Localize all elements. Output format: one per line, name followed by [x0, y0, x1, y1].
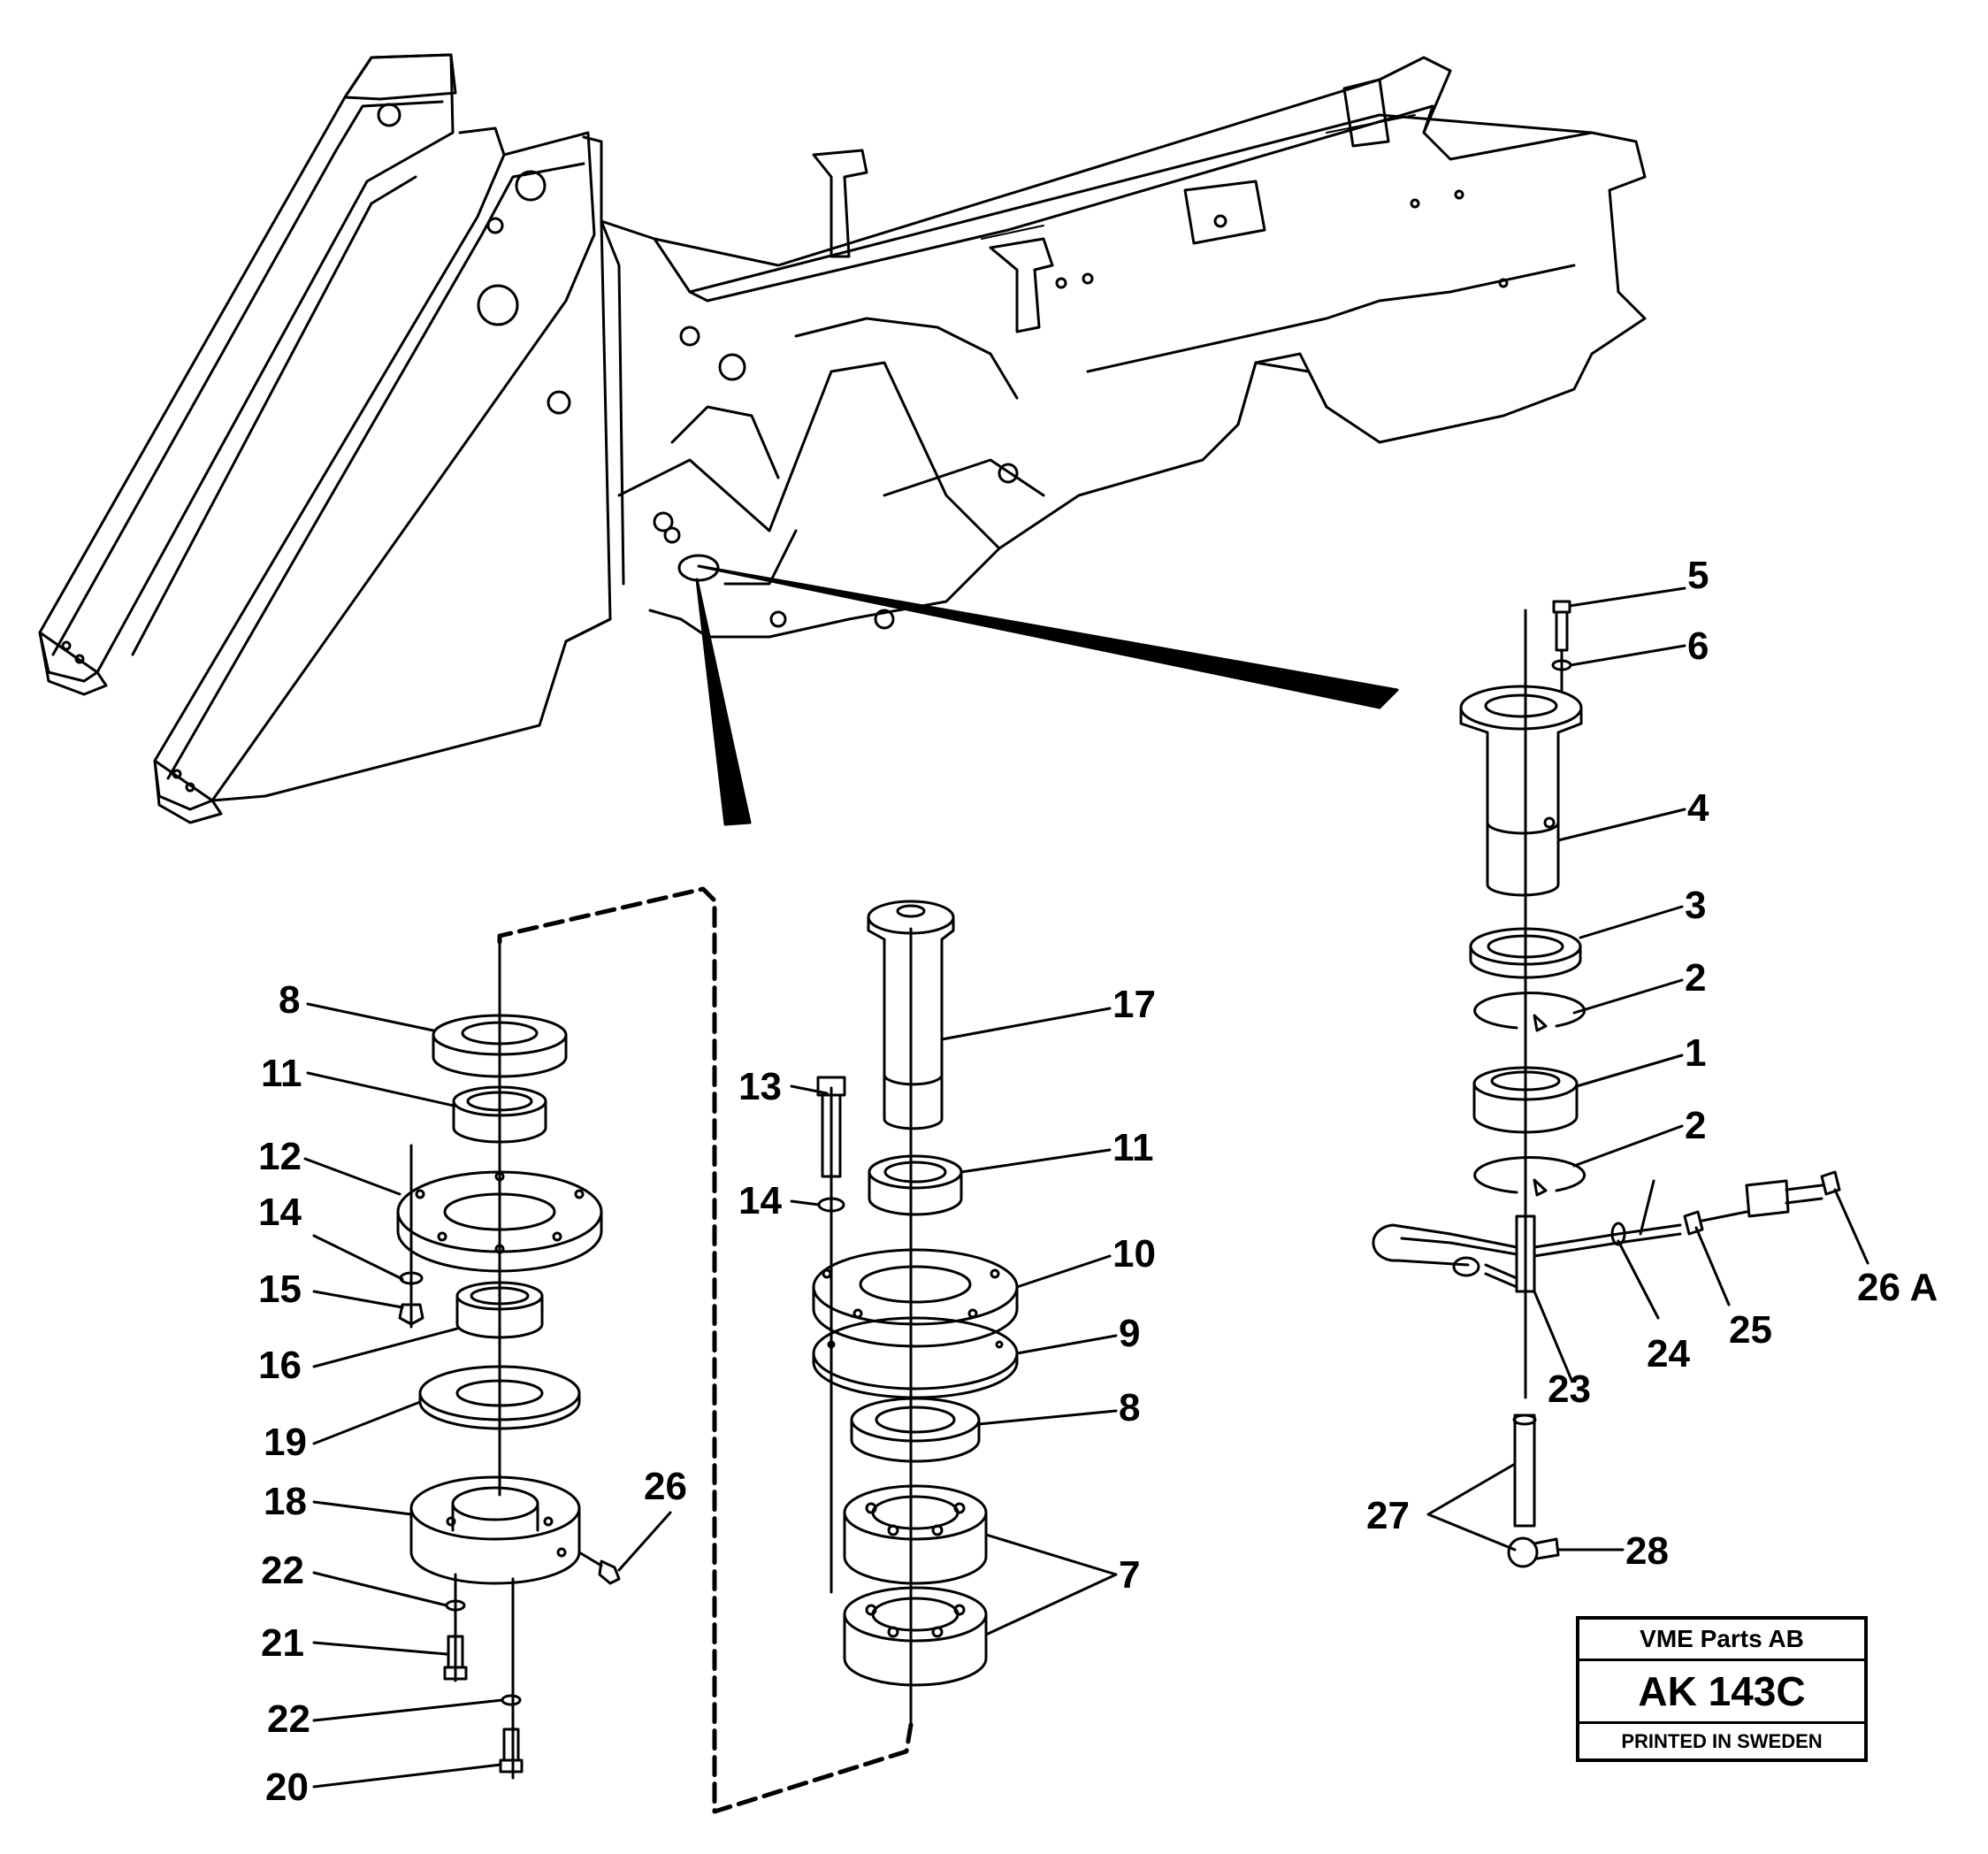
callout-24: 24	[1647, 1332, 1690, 1375]
callout-22-upper: 22	[261, 1549, 304, 1592]
callout-12: 12	[258, 1135, 302, 1178]
callout-16: 16	[258, 1344, 302, 1387]
callout-2-lower: 2	[1685, 1104, 1706, 1147]
callout-26: 26	[644, 1465, 687, 1508]
callout-18: 18	[264, 1480, 307, 1523]
leader-lines	[303, 586, 1869, 1789]
title-block-footer: PRINTED IN SWEDEN	[1621, 1730, 1823, 1752]
callout-19: 19	[264, 1421, 307, 1464]
callout-2-upper: 2	[1685, 956, 1706, 1000]
center-stack-parts	[812, 900, 1019, 1727]
title-block-code: AK 143C	[1579, 1661, 1864, 1724]
callout-13: 13	[738, 1065, 782, 1108]
callout-labels: 5 6 4 3 2 1 2 26 A 25 24 23 27 28 17 11 …	[258, 554, 1938, 1809]
callout-11-left: 11	[261, 1052, 302, 1095]
callout-5: 5	[1687, 554, 1709, 597]
title-block-company: VME Parts AB	[1579, 1620, 1864, 1661]
callout-25: 25	[1729, 1308, 1772, 1352]
group-outline-dashed	[497, 886, 914, 1814]
right-stack-parts	[1372, 600, 1841, 1568]
callout-6: 6	[1687, 624, 1709, 668]
left-stack-parts	[396, 940, 621, 1780]
callout-11-center: 11	[1113, 1126, 1154, 1169]
callout-22-lower: 22	[267, 1697, 310, 1741]
callout-1: 1	[1685, 1031, 1706, 1075]
callout-15: 15	[258, 1268, 302, 1311]
callout-14-left: 14	[258, 1191, 302, 1234]
callout-14-center: 14	[738, 1179, 782, 1222]
callout-9: 9	[1119, 1312, 1140, 1355]
callout-4: 4	[1687, 786, 1709, 830]
callout-10: 10	[1113, 1232, 1156, 1276]
leader-wedges	[695, 564, 1399, 826]
callout-27: 27	[1366, 1494, 1410, 1537]
callout-28: 28	[1625, 1529, 1669, 1573]
title-block: VME Parts AB AK 143C PRINTED IN SWEDEN	[1576, 1616, 1868, 1762]
callout-8-center: 8	[1119, 1386, 1140, 1429]
callout-7: 7	[1119, 1553, 1140, 1597]
callout-3: 3	[1685, 884, 1706, 927]
callout-23: 23	[1548, 1368, 1591, 1411]
callout-8-left: 8	[279, 978, 300, 1022]
callout-26a: 26 A	[1857, 1266, 1938, 1309]
callout-20: 20	[265, 1766, 309, 1809]
callout-21: 21	[261, 1621, 304, 1665]
callout-17: 17	[1113, 983, 1156, 1026]
loader-frame	[38, 53, 1647, 824]
